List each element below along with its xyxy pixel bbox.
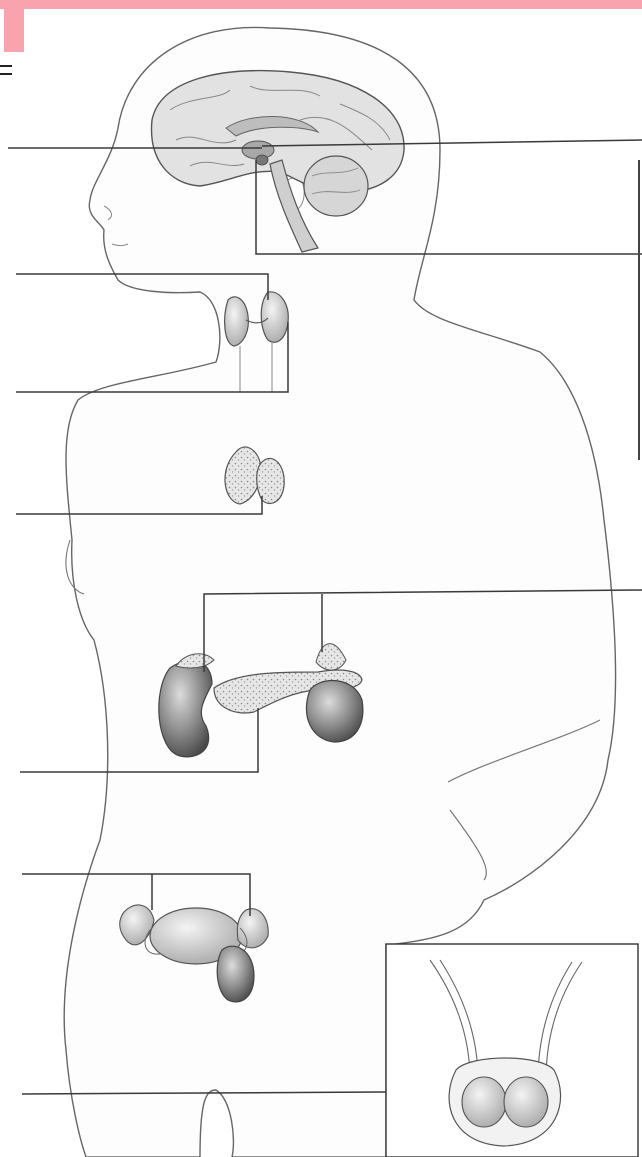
male-inset <box>386 944 638 1157</box>
label-tick <box>0 66 12 74</box>
